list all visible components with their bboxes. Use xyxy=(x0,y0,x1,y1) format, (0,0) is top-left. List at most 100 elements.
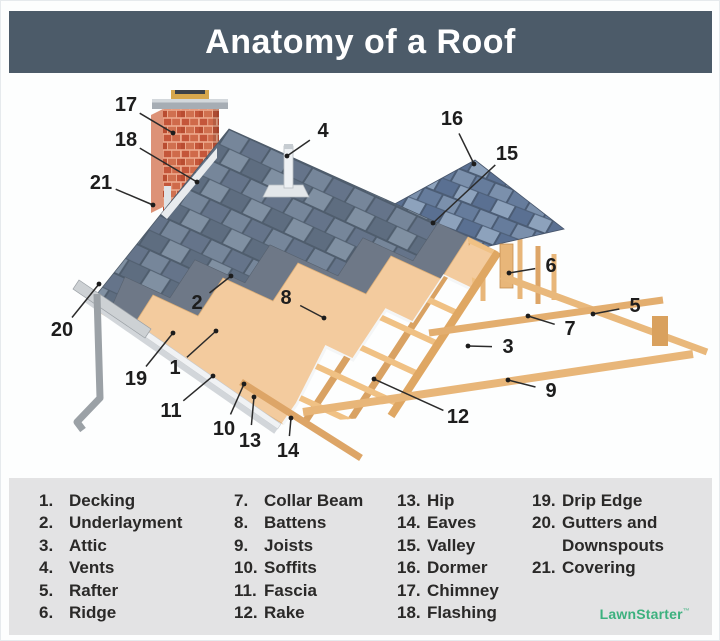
legend-item-label: Vents xyxy=(69,558,115,578)
legend-item-number: 4. xyxy=(39,558,54,578)
title-banner: Anatomy of a Roof xyxy=(9,11,712,73)
legend-item-number: 20. xyxy=(532,513,556,533)
decking-edge-highlight xyxy=(281,251,500,425)
leader-lines xyxy=(71,112,620,437)
callout-label-4: 4 xyxy=(317,120,329,142)
legend-item: 20. Gutters and Downspouts xyxy=(532,512,704,557)
legend-item-label: Chimney xyxy=(427,580,499,600)
legend-item: 4. Vents xyxy=(39,557,229,579)
legend-item-label: Gutters and Downspouts xyxy=(562,513,664,555)
framing-beams xyxy=(239,243,709,461)
legend-item: 1.Decking xyxy=(39,490,229,512)
legend-item: 11. Fascia xyxy=(234,580,394,602)
legend-item-number: 19. xyxy=(532,491,556,510)
legend-item: 14. Eaves xyxy=(397,512,529,534)
legend-item-label: Rake xyxy=(264,603,305,623)
legend-item-number: 13. xyxy=(397,491,421,510)
callout-label-12: 12 xyxy=(446,406,470,428)
legend-item-label: Dormer xyxy=(427,558,488,578)
legend-item-number: 3. xyxy=(39,535,54,555)
trademark-mark: ™ xyxy=(682,608,690,616)
legend-item: 5. Rafter xyxy=(39,580,229,602)
corner-post xyxy=(652,316,668,346)
gutter-channel xyxy=(72,279,152,339)
brand-name: LawnStarter xyxy=(599,606,683,622)
collar-beam xyxy=(428,296,664,337)
callout-label-9: 9 xyxy=(545,380,557,402)
lawnstarter-logo: LawnStarter™ xyxy=(600,606,690,622)
callout-label-14: 14 xyxy=(276,440,300,462)
legend-item-number: 10. xyxy=(234,558,258,578)
legend-item-number: 16. xyxy=(397,558,421,578)
callout-label-19: 19 xyxy=(124,368,148,390)
legend-item-number: 2. xyxy=(39,513,54,533)
fascia-strip xyxy=(84,296,278,434)
legend-item-number: 7. xyxy=(234,491,249,510)
callout-label-2: 2 xyxy=(191,292,203,314)
legend-item-number: 6. xyxy=(39,603,54,623)
legend-item-label: Rafter xyxy=(69,580,119,600)
legend-item: 18. Flashing xyxy=(397,602,529,624)
legend-item: 21. Covering xyxy=(532,557,704,579)
callout-label-1: 1 xyxy=(169,357,181,379)
legend-item-label: Eaves xyxy=(427,513,477,533)
callout-label-6: 6 xyxy=(545,255,557,277)
legend-item-label: Covering xyxy=(562,558,636,578)
rafter-beam xyxy=(499,272,709,356)
legend-item-number: 21. xyxy=(532,558,556,578)
legend-item-label: Valley xyxy=(427,535,476,555)
legend-item: 16. Dormer xyxy=(397,557,529,579)
legend-item-number: 14. xyxy=(397,513,421,533)
gutter-downspout xyxy=(72,279,152,433)
callout-label-16: 16 xyxy=(440,108,464,130)
legend-item-label: Drip Edge xyxy=(562,491,643,510)
legend-item-label: Battens xyxy=(264,513,327,533)
eave-beam xyxy=(239,379,363,461)
legend-item-label: Fascia xyxy=(264,580,317,600)
legend-item: 10. Soffits xyxy=(234,557,394,579)
legend-item: 15. Valley xyxy=(397,535,529,557)
downspout-pipe xyxy=(73,293,104,433)
callout-label-21: 21 xyxy=(89,172,113,194)
callout-label-10: 10 xyxy=(212,418,236,440)
legend-column-2: 7. Collar Beam 8. Battens 9. Joists 10. Soffits… xyxy=(234,490,394,624)
callout-label-15: 15 xyxy=(495,143,519,165)
legend-item-label: Decking xyxy=(69,491,136,510)
legend-item-number: 9. xyxy=(234,535,249,555)
legend-item: 2. Underlayment xyxy=(39,512,229,534)
callout-label-17: 17 xyxy=(114,94,138,116)
flashing-strip xyxy=(161,148,217,219)
legend-item-label: Soffits xyxy=(264,558,317,578)
callout-label-11: 11 xyxy=(160,400,182,422)
legend-item: 17.Chimney xyxy=(397,580,529,602)
legend-item-label: Hip xyxy=(427,491,455,510)
legend-item: 19. Drip Edge xyxy=(532,490,704,512)
legend-item-label: Underlayment xyxy=(69,513,183,533)
page-title: Anatomy of a Roof xyxy=(205,22,516,61)
legend-item-number: 11. xyxy=(234,580,257,600)
legend-item-label: Attic xyxy=(69,535,107,555)
legend-item-number: 12. xyxy=(234,603,258,623)
legend-item-label: Joists xyxy=(264,535,314,555)
legend-item-number: 8. xyxy=(234,513,249,533)
legend-item-number: 18. xyxy=(397,603,421,623)
legend-item: 13. Hip xyxy=(397,490,529,512)
callout-label-13: 13 xyxy=(238,430,262,452)
callout-label-5: 5 xyxy=(629,295,641,317)
legend-item-number: 5. xyxy=(39,580,54,600)
legend-item-number: 15. xyxy=(397,535,421,555)
legend-item: 7. Collar Beam xyxy=(234,490,394,512)
legend-item-label: Flashing xyxy=(427,603,497,623)
legend-item: 12. Rake xyxy=(234,602,394,624)
callout-label-20: 20 xyxy=(50,319,74,341)
callout-label-7: 7 xyxy=(564,318,576,340)
legend-item-label: Collar Beam xyxy=(264,491,364,510)
legend-item-label: Ridge xyxy=(69,603,117,623)
legend-item: 6. Ridge xyxy=(39,602,229,624)
